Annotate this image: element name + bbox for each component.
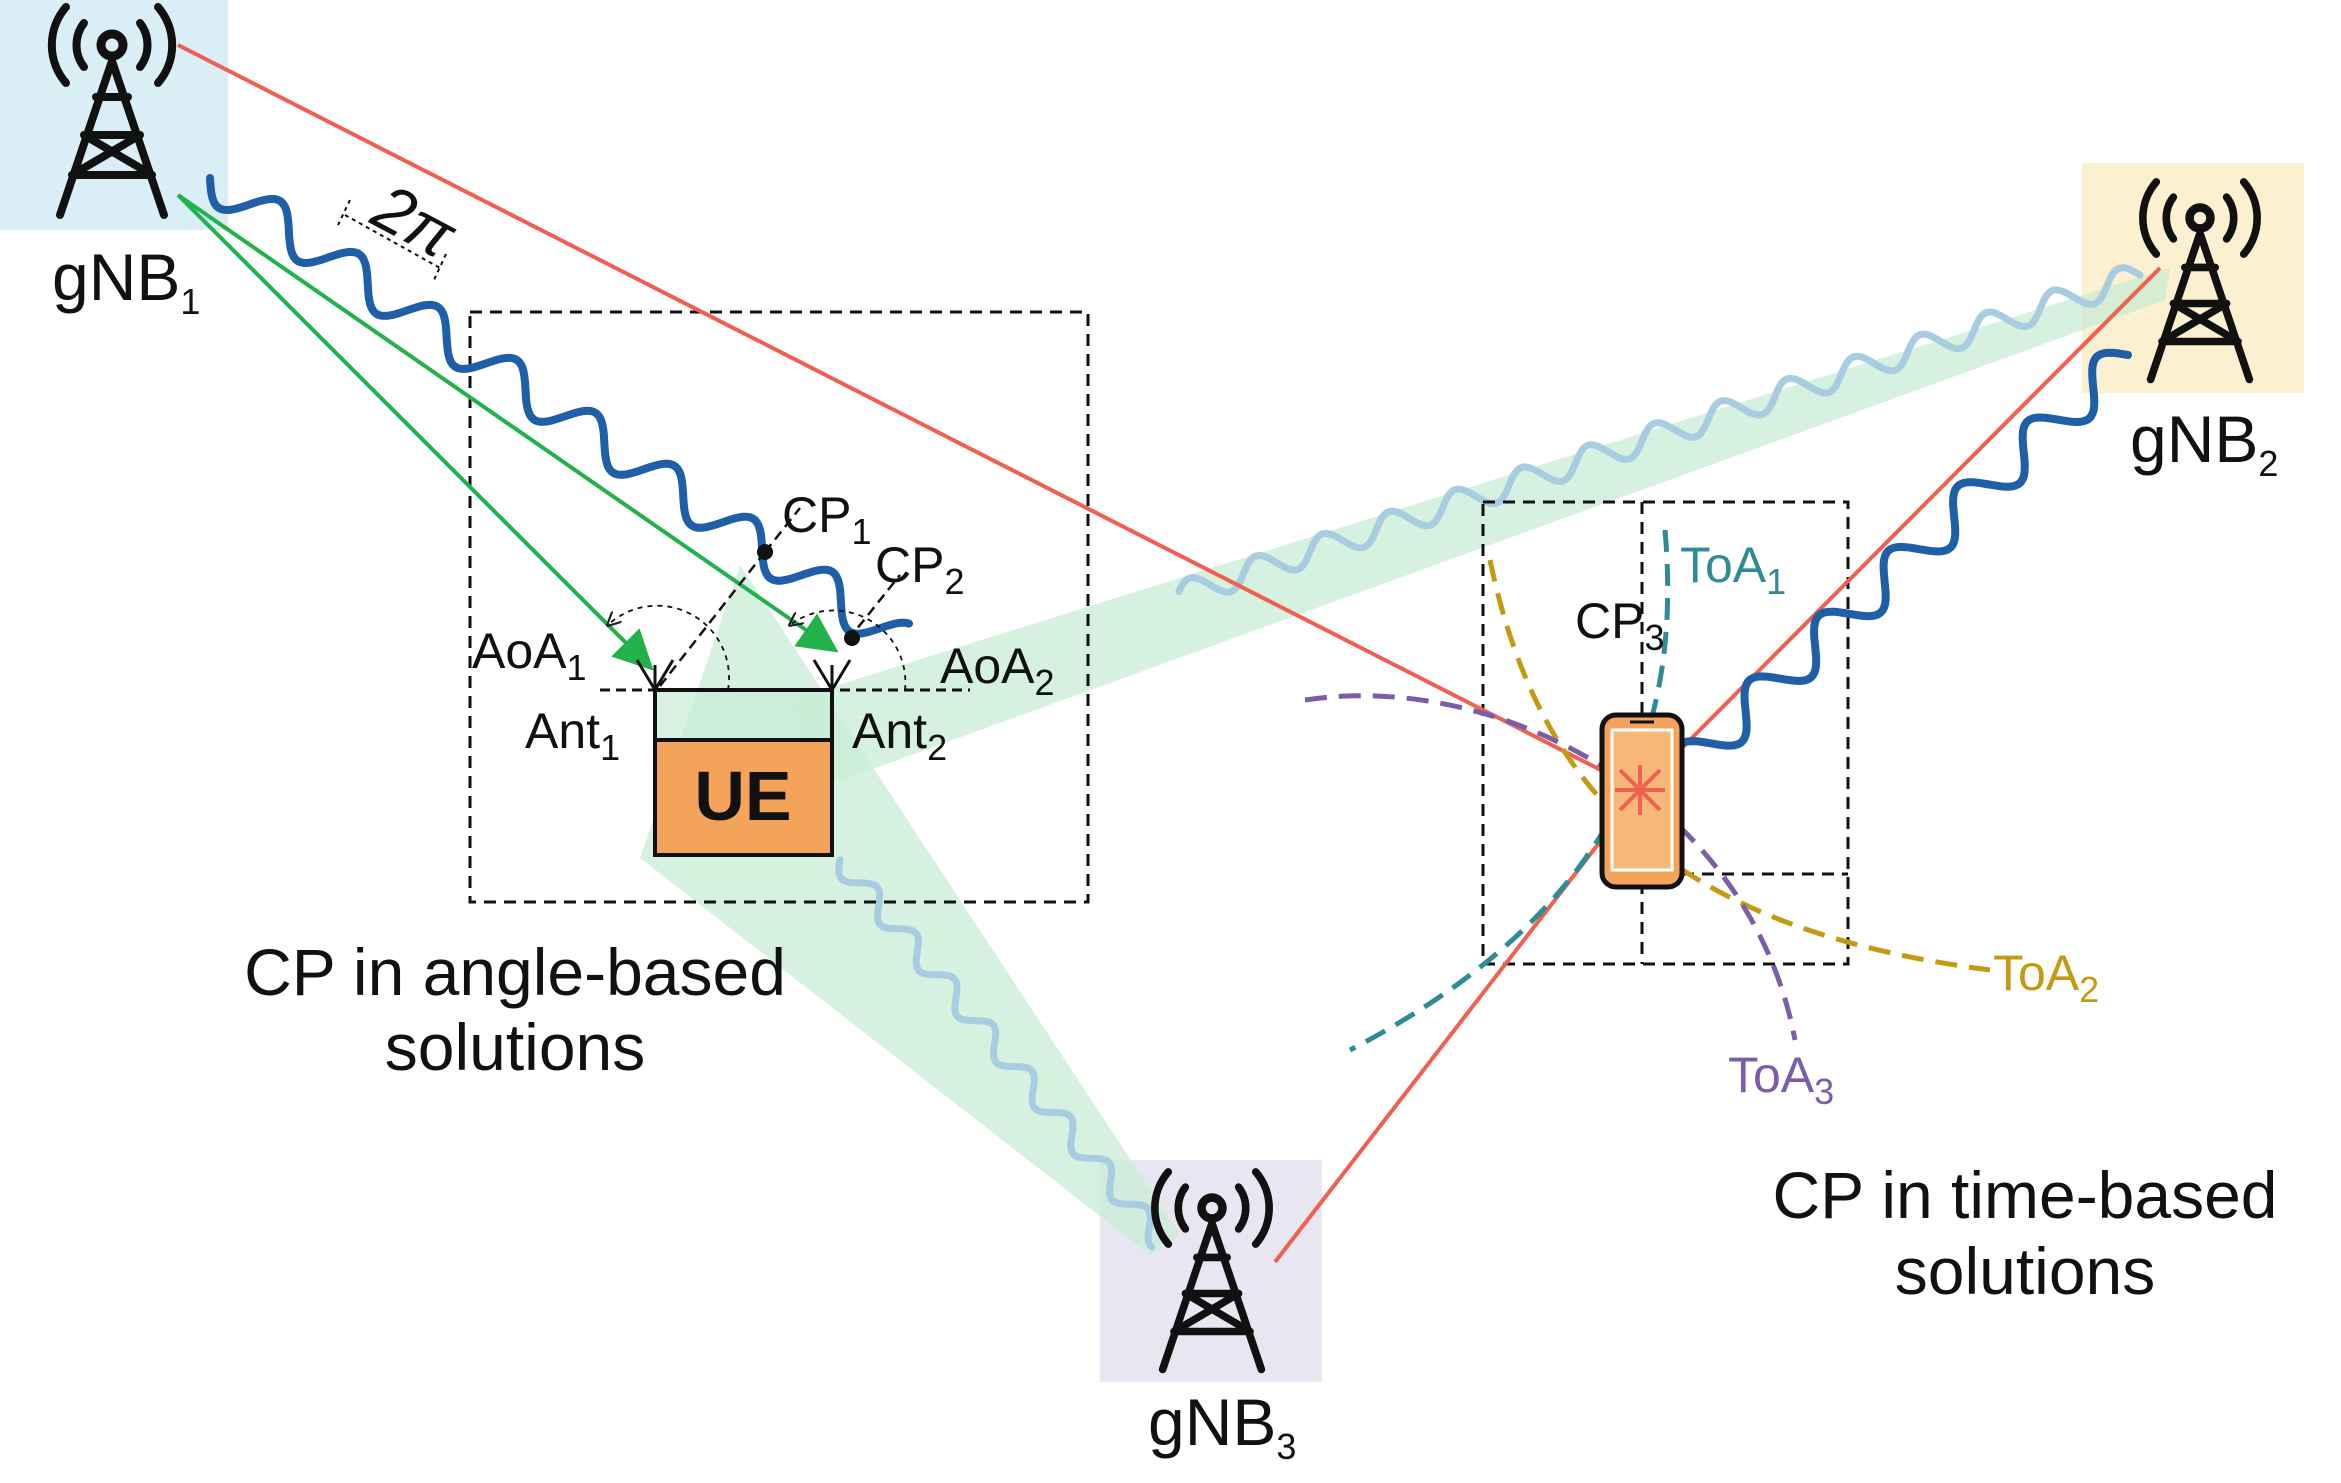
ue-top-band bbox=[655, 690, 832, 740]
time-region-box bbox=[1481, 500, 1850, 966]
gnb3-label: gNB3 bbox=[1148, 1385, 1296, 1467]
toa2-label: ToA2 bbox=[1993, 945, 2099, 1010]
ant2-label: Ant2 bbox=[852, 703, 947, 768]
intersection-star-icon bbox=[1615, 765, 1665, 815]
angle-caption-line1: CP in angle-based bbox=[244, 935, 786, 1009]
time-caption-line2: solutions bbox=[1895, 1234, 2156, 1308]
green-arrow-ant2 bbox=[176, 193, 839, 653]
aoa2-label: AoA2 bbox=[940, 638, 1055, 703]
period-marker bbox=[337, 199, 447, 281]
angle-caption-line2: solutions bbox=[385, 1010, 646, 1084]
faint-wave-gnb3 bbox=[835, 856, 1156, 1251]
cp-construction bbox=[659, 507, 901, 687]
cp2-label: CP2 bbox=[875, 537, 965, 602]
ue-label: UE bbox=[694, 757, 791, 835]
beam-to-gnb2 bbox=[790, 268, 2170, 790]
faint-wave-gnb2 bbox=[1175, 264, 2144, 596]
aoa1-label: AoA1 bbox=[472, 623, 587, 688]
toa1-label: ToA1 bbox=[1680, 537, 1786, 602]
cp2-dot bbox=[844, 630, 860, 646]
cp1-dot bbox=[757, 544, 773, 560]
ue-box-top bbox=[653, 688, 834, 742]
gnb2-background bbox=[2082, 163, 2304, 393]
red-line-gnb1 bbox=[177, 43, 1641, 792]
aoa-arcs bbox=[608, 604, 907, 691]
green-arrow-ant1 bbox=[176, 193, 654, 671]
wave-gnb1 bbox=[206, 174, 913, 638]
angle-region-box bbox=[468, 310, 1090, 904]
gnb2-label: gNB2 bbox=[2130, 402, 2278, 484]
wave-gnb2 bbox=[1655, 348, 2132, 815]
cp1-label: CP1 bbox=[782, 487, 872, 552]
toa3-label: ToA3 bbox=[1728, 1047, 1834, 1112]
cp3-label: CP3 bbox=[1575, 593, 1665, 658]
gnb1-label: gNB1 bbox=[52, 240, 200, 322]
toa2-curve bbox=[1487, 559, 1991, 973]
time-caption-line1: CP in time-based bbox=[1772, 1158, 2277, 1232]
red-line-gnb2 bbox=[1638, 266, 2162, 792]
ant1-label: Ant1 bbox=[525, 703, 620, 768]
